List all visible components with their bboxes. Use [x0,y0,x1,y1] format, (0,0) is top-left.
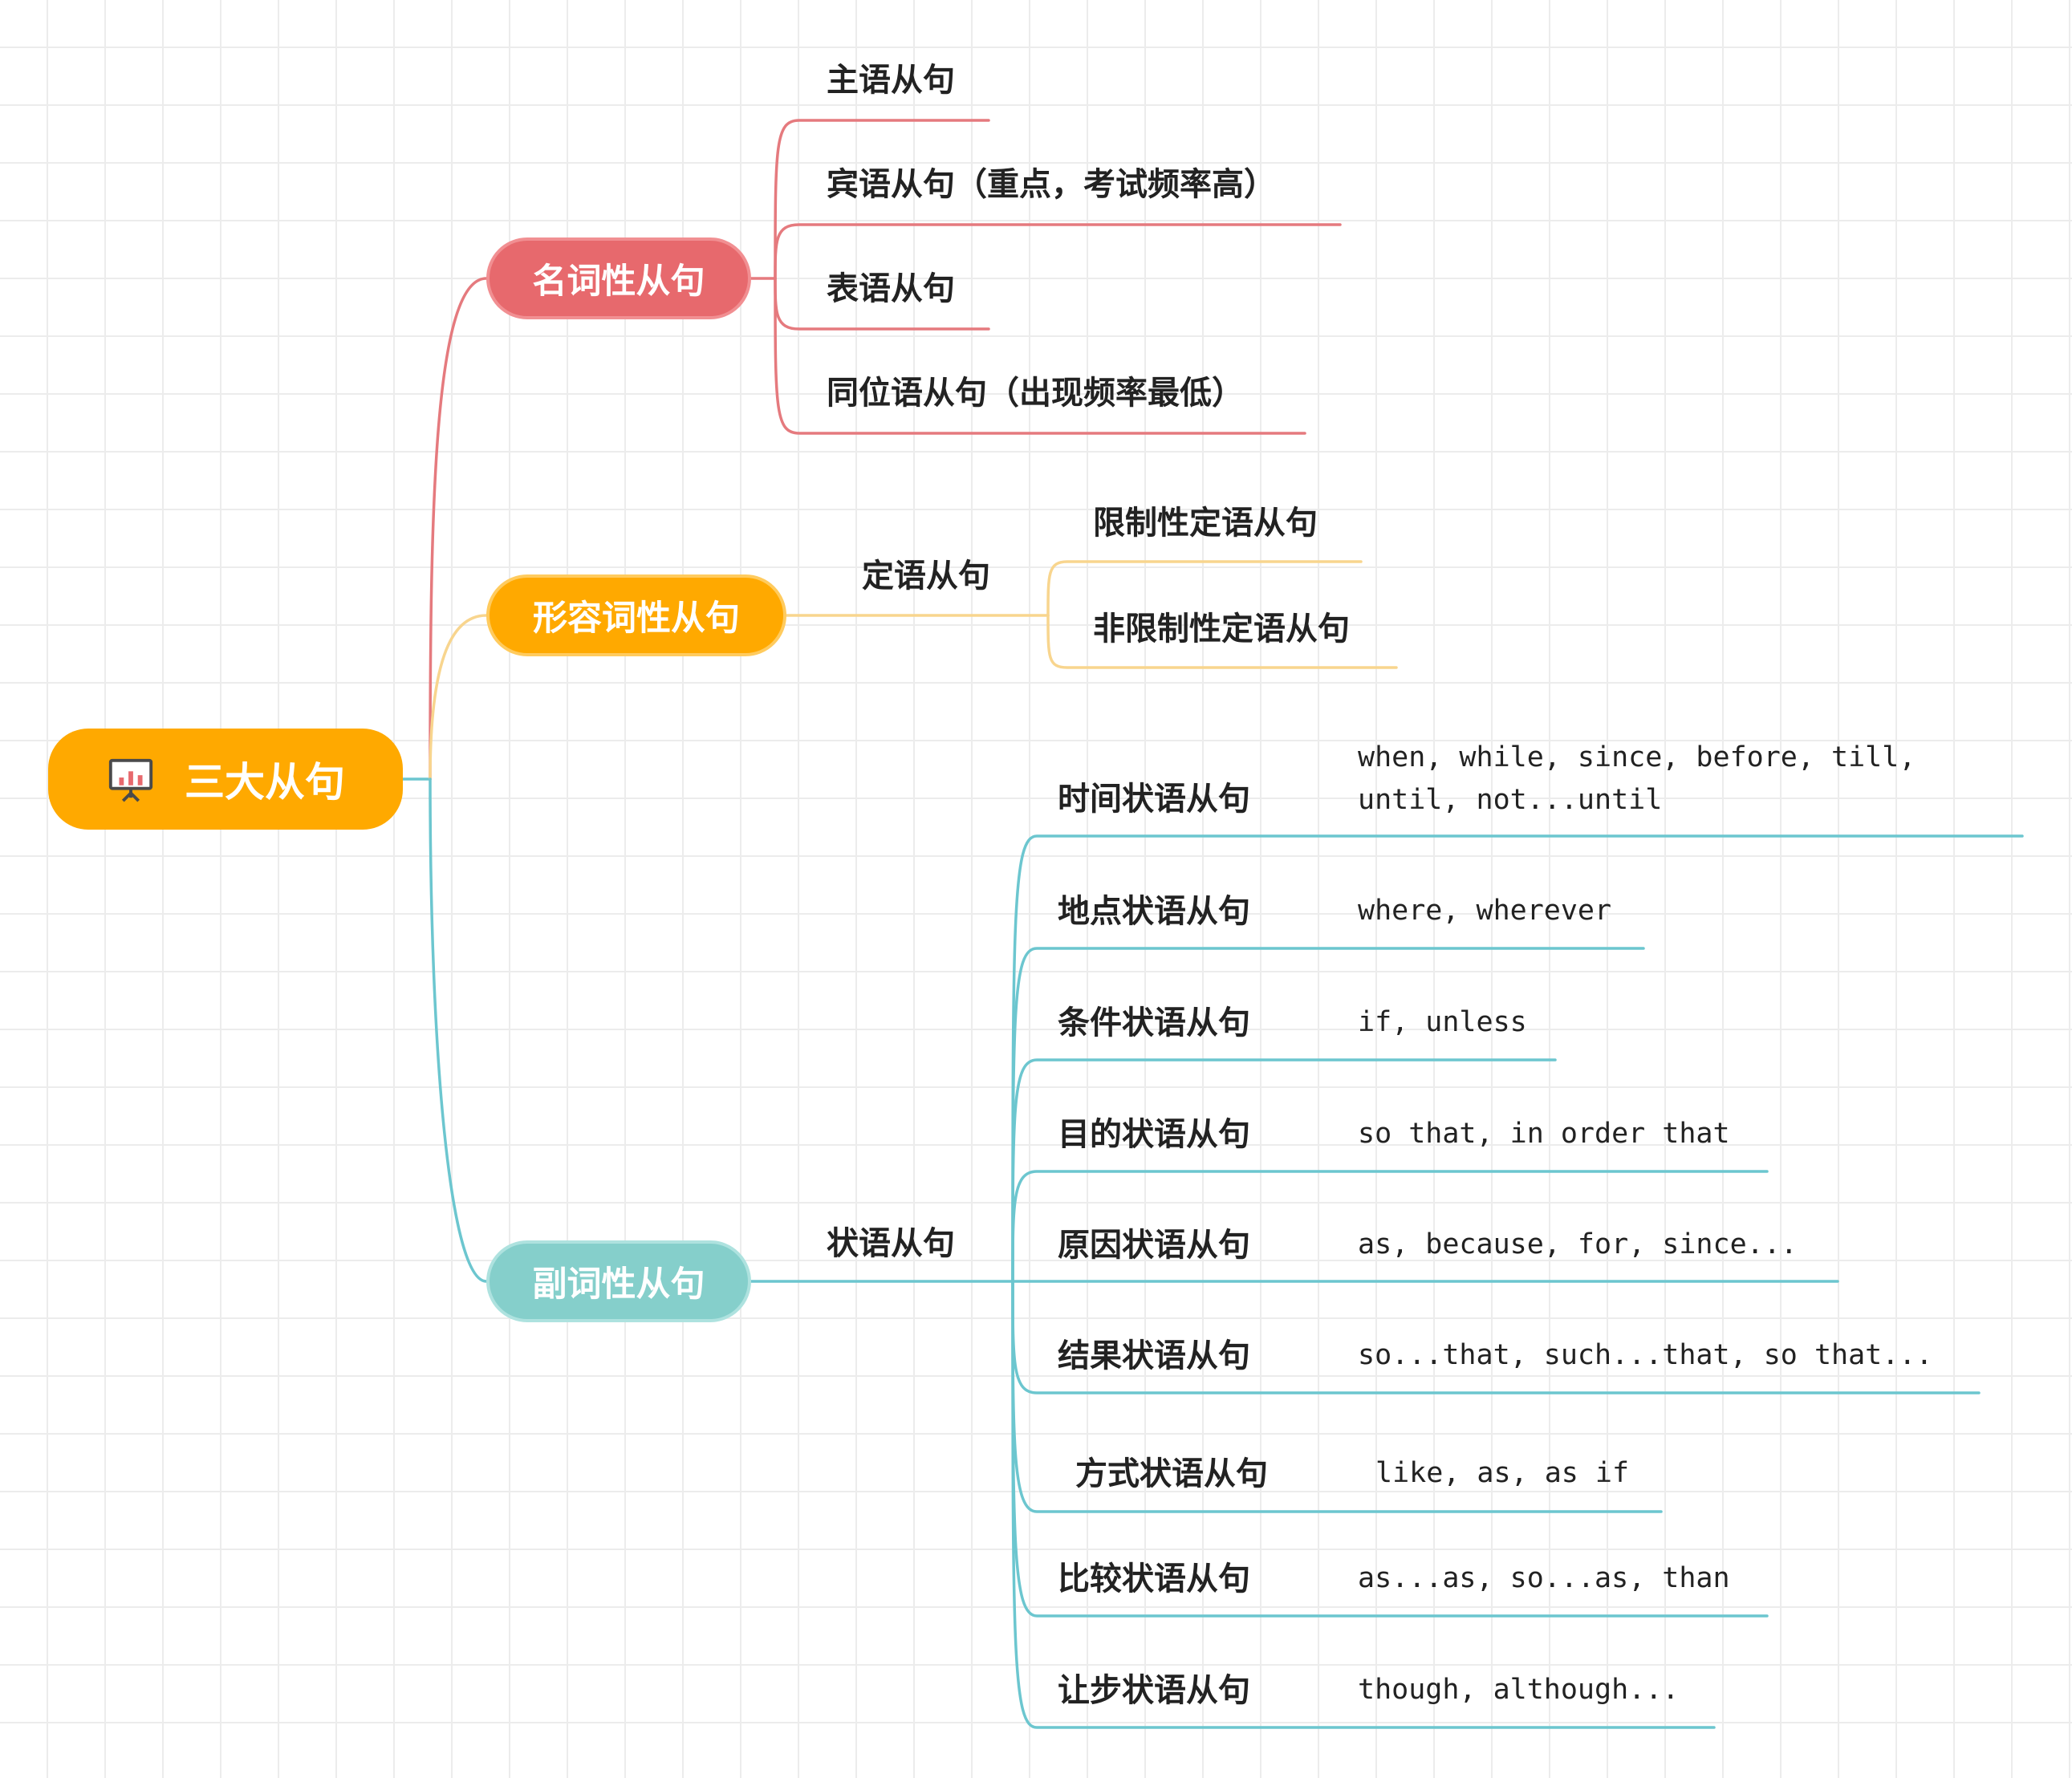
adverb-item-manner[interactable]: 方式状语从句 [1075,1455,1268,1492]
adverb-item-condition-keywords: if, unless [1358,1006,1527,1038]
node-adjective-clause-label: 形容词性从句 [533,599,740,639]
link-noun-child-4 [774,277,1306,435]
adverb-item-place-keywords: where, wherever [1358,895,1612,927]
adverb-item-reason[interactable]: 原因状语从句 [1058,1227,1250,1264]
adverb-item-result-keywords: so...that, such...that, so that... [1358,1339,1933,1371]
link-noun-child-2 [774,223,1342,280]
noun-child-subject[interactable]: 主语从句 [827,62,955,99]
presentation-board-icon [108,758,153,802]
adverb-item-time-keywords: when, while, since, before, till, until,… [1358,741,1916,816]
noun-child-predicative[interactable]: 表语从句 [827,270,955,307]
link-root-noun [429,277,488,781]
link-adjective-grandchild-2 [1046,614,1398,669]
link-adverb-item-4 [1011,1170,1769,1283]
link-adverb-item-9 [1011,1280,1716,1729]
adverb-item-result[interactable]: 结果状语从句 [1058,1338,1250,1374]
adverb-item-comparison-keywords: as...as, so...as, than [1358,1562,1730,1594]
adverb-item-concession[interactable]: 让步状语从句 [1058,1672,1250,1709]
root-label: 三大从句 [185,759,345,806]
adverb-item-purpose[interactable]: 目的状语从句 [1058,1116,1250,1153]
node-noun-clause-label: 名词性从句 [532,262,705,302]
adverb-item-comparison[interactable]: 比较状语从句 [1058,1561,1250,1597]
adverb-item-reason-keywords: as, because, for, since... [1358,1228,1798,1260]
link-root-adverb [429,777,488,1283]
adverb-item-condition[interactable]: 条件状语从句 [1058,1005,1250,1041]
link-noun-child-1 [774,119,990,280]
adverb-child-adverbial[interactable]: 状语从句 [827,1225,955,1262]
noun-child-appositive[interactable]: 同位语从句（出现频率最低） [827,375,1244,412]
link-adjective-grandchild-1 [1046,560,1363,617]
node-noun-clause[interactable]: 名词性从句 [486,237,751,319]
adverb-item-manner-keywords: like, as, as if [1375,1457,1630,1489]
adverb-item-time[interactable]: 时间状语从句 [1058,781,1250,818]
adjective-child-attributive[interactable]: 定语从句 [862,558,990,595]
adverb-item-concession-keywords: though, although... [1358,1674,1680,1706]
link-root-adjective [429,614,488,781]
adverb-item-place[interactable]: 地点状语从句 [1058,893,1250,930]
adjective-grandchild-restrictive[interactable]: 限制性定语从句 [1093,505,1318,542]
node-adverb-clause-label: 副词性从句 [532,1264,705,1305]
node-adverb-clause[interactable]: 副词性从句 [486,1240,751,1322]
adjective-grandchild-non-restrictive[interactable]: 非限制性定语从句 [1093,611,1350,647]
adverb-item-purpose-keywords: so that, in order that [1358,1118,1730,1150]
noun-child-object[interactable]: 宾语从句（重点，考试频率高） [827,166,1276,203]
root-node[interactable]: 三大从句 [48,729,403,830]
node-adjective-clause[interactable]: 形容词性从句 [486,574,786,656]
